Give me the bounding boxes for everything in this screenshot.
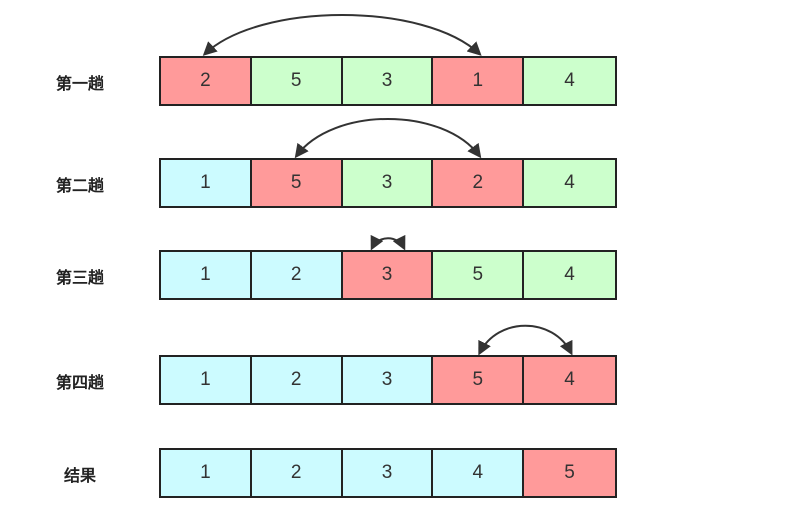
array-cell-pending: 4 xyxy=(524,58,615,104)
array-cell-swap: 2 xyxy=(433,160,525,206)
swap-arrow xyxy=(478,324,573,356)
row-label: 第一趟 xyxy=(55,74,104,93)
array-cell-pending: 5 xyxy=(433,252,525,298)
row-label: 第四趟 xyxy=(55,373,104,392)
array-cell-done: 1 xyxy=(161,252,252,298)
row-label: 结果 xyxy=(63,466,96,485)
array-cell-done: 3 xyxy=(342,450,434,496)
array-cell-done: 1 xyxy=(161,357,252,403)
array-cell-swap: 5 xyxy=(251,160,343,206)
array-cell-swap: 1 xyxy=(433,58,525,104)
row-label: 第二趟 xyxy=(55,176,104,195)
array-cell-swap: 5 xyxy=(524,450,615,496)
array-cell-done: 4 xyxy=(433,450,525,496)
array-cell-done: 2 xyxy=(251,357,343,403)
swap-arrow xyxy=(370,234,406,251)
array-cell-swap: 2 xyxy=(161,58,252,104)
array-cell-swap: 4 xyxy=(524,357,615,403)
array-cell-pending: 3 xyxy=(342,160,434,206)
array-cell-swap: 3 xyxy=(342,252,434,298)
array-cell-pending: 5 xyxy=(251,58,343,104)
array-cell-pending: 4 xyxy=(524,160,615,206)
array-cell-pending: 3 xyxy=(342,58,434,104)
array-cell-done: 2 xyxy=(251,252,343,298)
array-cell-pending: 4 xyxy=(524,252,615,298)
array-cell-done: 1 xyxy=(161,450,252,496)
array-cell-done: 1 xyxy=(161,160,252,206)
swap-arrow xyxy=(294,117,482,159)
array-cell-done: 2 xyxy=(251,450,343,496)
array-cell-done: 3 xyxy=(342,357,434,403)
array-cell-swap: 5 xyxy=(433,357,525,403)
row-label: 第三趟 xyxy=(55,268,104,287)
swap-arrow xyxy=(202,14,482,56)
